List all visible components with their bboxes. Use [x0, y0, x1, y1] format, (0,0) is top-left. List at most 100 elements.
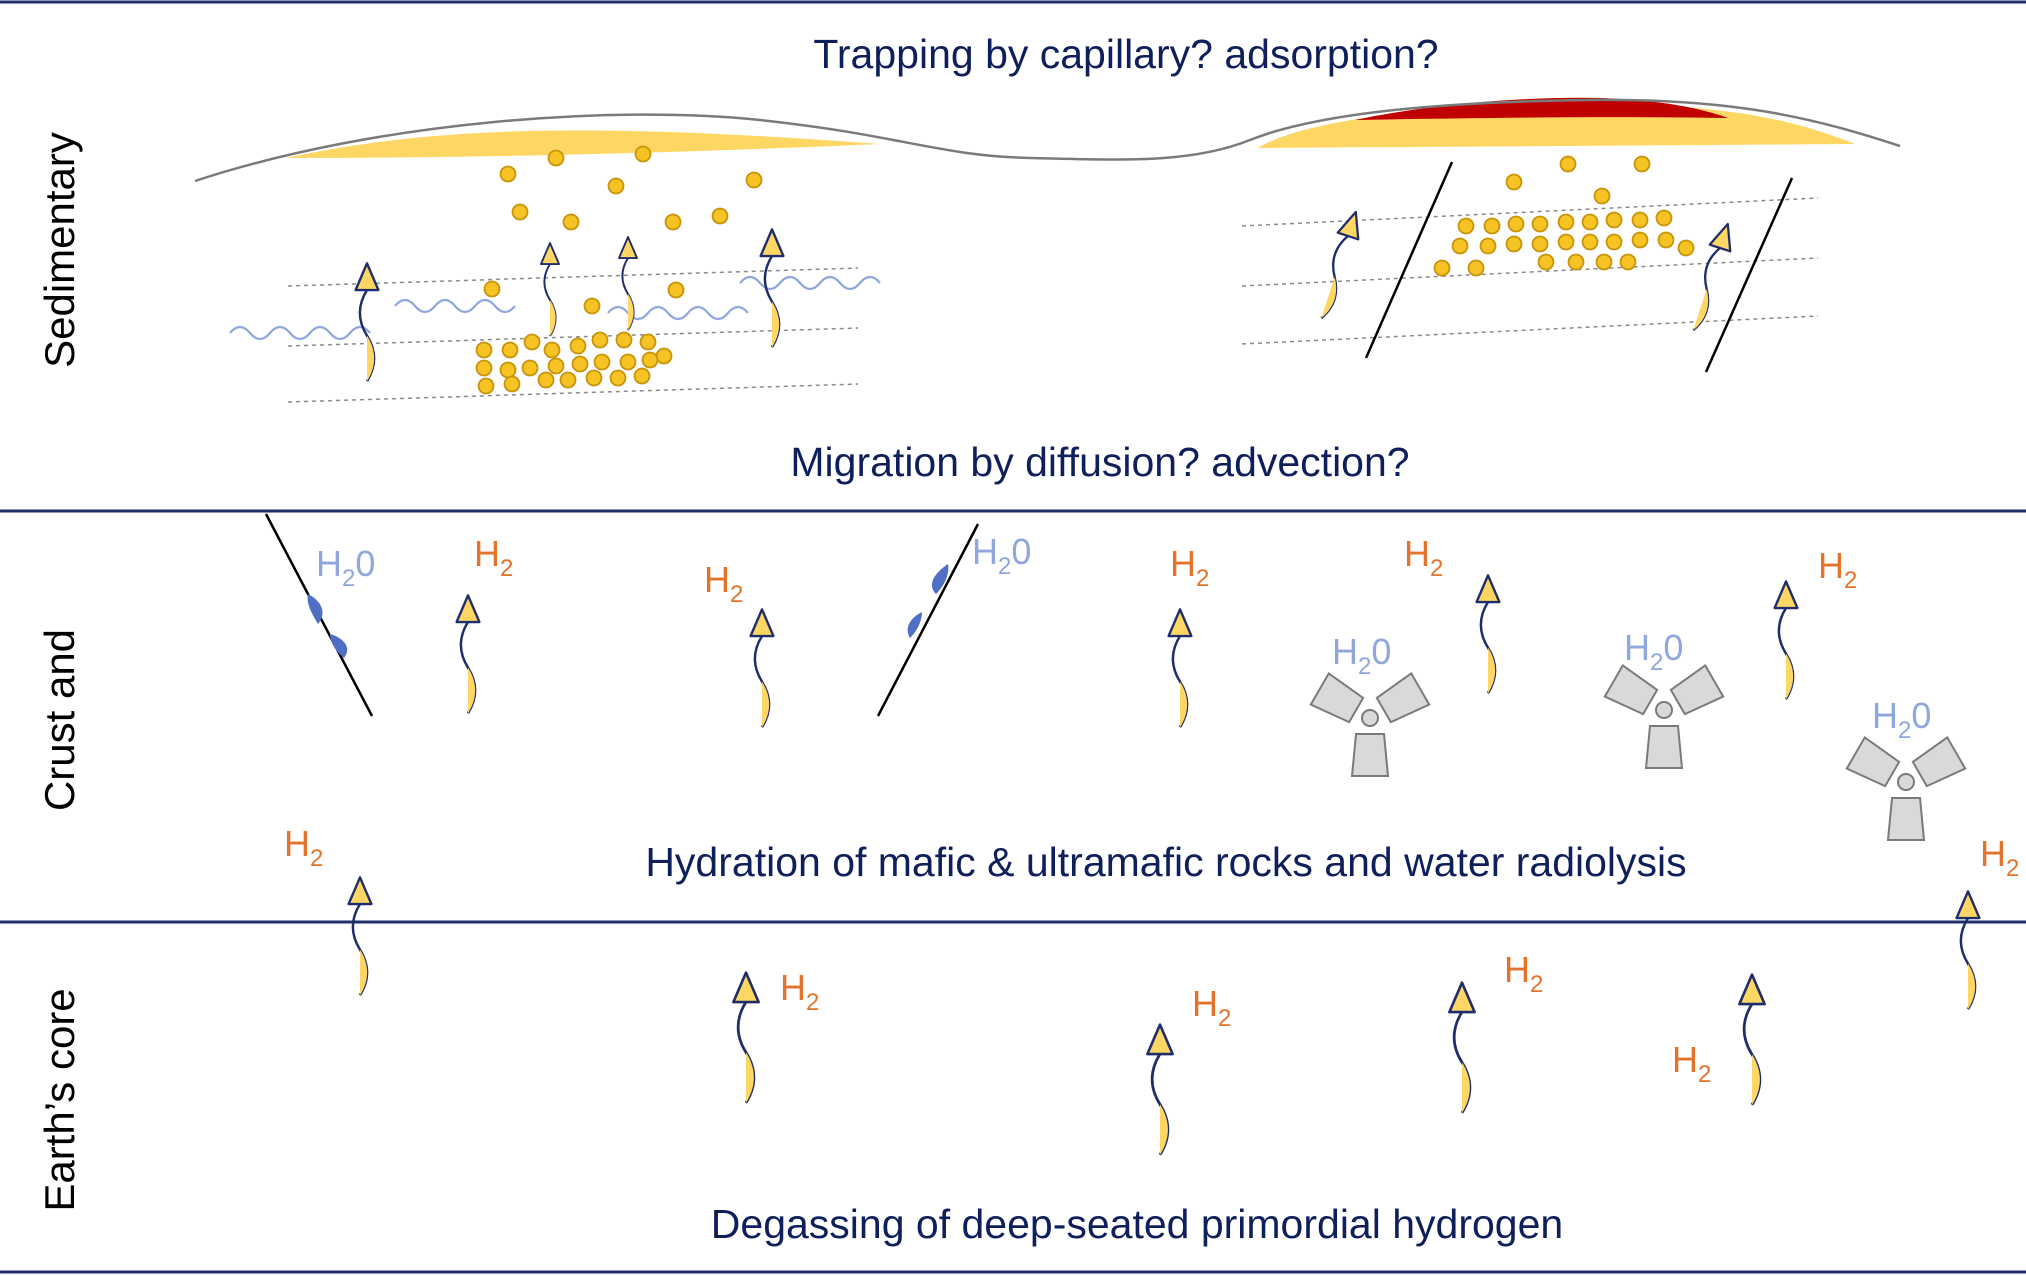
hydrogen-bubble: [523, 333, 541, 351]
surface-reservoir-red: [1355, 97, 1728, 120]
hydrogen-label: H2: [284, 823, 323, 872]
migration-arrow: [732, 971, 760, 1105]
water-droplet-icon: [307, 594, 323, 624]
radiolysis-trefoil-icon: [1845, 736, 1967, 841]
radiolysis-trefoil-icon: [1603, 664, 1725, 769]
hydrogen-label: H2: [1672, 1039, 1711, 1088]
migration-arrow: [1955, 890, 1981, 1011]
hydrogen-bubble: [593, 353, 611, 371]
hydrogen-bubble: [1507, 215, 1525, 233]
hydrogen-bubble: [499, 165, 517, 183]
hydrogen-bubble: [559, 371, 577, 389]
hydrogen-label: H2: [1404, 533, 1443, 582]
hydrogen-bubble: [615, 331, 633, 349]
hydrogen-bubble: [537, 371, 555, 389]
hydrogen-bubble: [501, 341, 519, 359]
hydrogen-bubble: [1479, 237, 1497, 255]
hydrogen-bubble: [569, 337, 587, 355]
fault-line-right: [1704, 177, 1794, 373]
hydrogen-bubble: [1451, 237, 1469, 255]
hydrogen-bubble: [1483, 217, 1501, 235]
hydrogen-bubble: [1557, 233, 1575, 251]
migration-arrow: [1475, 574, 1501, 695]
hydrogen-bubble: [1655, 209, 1673, 227]
hydrogen-bubble: [571, 355, 589, 373]
migration-arrow: [1167, 608, 1193, 729]
strata-lines-right: [1241, 197, 1819, 345]
migration-arrow: [749, 608, 775, 729]
hydrogen-label: H2: [474, 533, 513, 582]
water-label: H20: [316, 543, 375, 592]
side-label-crust: Crust and: [36, 629, 83, 811]
hydrogen-bubble: [1581, 233, 1599, 251]
hydrogen-bubble: [1605, 211, 1623, 229]
migration-arrow: [1738, 973, 1766, 1107]
fault-line-left: [1364, 161, 1454, 359]
hydrogen-bubble: [1531, 235, 1549, 253]
hydrogen-bubble: [475, 359, 493, 377]
hydrogen-bubble: [634, 145, 652, 163]
migration-arrow: [455, 594, 481, 715]
hydrogen-label: H2: [704, 559, 743, 608]
hydrogen-bubble: [547, 357, 565, 375]
hydrogen-bubble: [609, 369, 627, 387]
hydrogen-bubble: [607, 177, 625, 195]
water-droplet-icon: [931, 564, 949, 594]
hydrogen-bubble: [591, 331, 609, 349]
water-label: H20: [972, 531, 1031, 580]
hydrogen-bubble: [543, 341, 561, 359]
hydrogen-bubble: [1505, 235, 1523, 253]
hydrogen-bubble: [1559, 155, 1577, 173]
hydrogen-bubble: [547, 149, 565, 167]
hydrogen-bubble: [1567, 253, 1585, 271]
hydrogen-bubble: [521, 359, 539, 377]
hydrogen-label: H2: [1170, 543, 1209, 592]
caption-migration: Migration by diffusion? advection?: [790, 439, 1409, 485]
hydrogen-bubble: [1657, 231, 1675, 249]
hydrogen-bubble: [1537, 253, 1555, 271]
hydrogen-bubble: [583, 297, 601, 315]
hydrogen-bubble: [1619, 253, 1637, 271]
caption-degassing: Degassing of deep-seated primordial hydr…: [711, 1201, 1563, 1247]
hydrogen-bubbles-sedimentary: [475, 145, 1695, 395]
hydrogen-bubble: [639, 333, 657, 351]
hydrogen-bubble: [1557, 213, 1575, 231]
hydrogen-bubble: [1531, 215, 1549, 233]
water-label: H20: [1332, 631, 1391, 680]
hydrogen-bubble: [1467, 259, 1485, 277]
hydrogen-bubble: [1631, 211, 1649, 229]
migration-arrow: [1309, 207, 1368, 323]
hydrogen-bubble: [641, 351, 659, 369]
hydrogen-label: H2: [780, 967, 819, 1016]
hydrogen-label: H2: [1818, 545, 1857, 594]
side-label-core: Earth’s core: [36, 988, 83, 1211]
radiolysis-trefoil-icon: [1309, 672, 1431, 777]
water-droplet-icon: [907, 612, 922, 638]
hydrogen-bubble: [511, 203, 529, 221]
hydrogen-bubble: [562, 213, 580, 231]
migration-arrow: [347, 876, 373, 997]
migration-arrow: [540, 242, 560, 337]
crust-fault-right: [876, 523, 980, 717]
hydrogen-bubble: [1457, 217, 1475, 235]
hydrogen-bubble: [1593, 187, 1611, 205]
surface-gas-seep-left: [285, 130, 880, 158]
caption-hydration: Hydration of mafic & ultramafic rocks an…: [645, 839, 1686, 885]
side-label-sedimentary: Sedimentary: [36, 132, 83, 368]
hydrogen-bubble: [1605, 233, 1623, 251]
hydrogen-bubble: [1505, 173, 1523, 191]
hydrogen-bubble: [1677, 239, 1695, 257]
hydrogen-bubble: [483, 280, 501, 298]
migration-arrow: [354, 262, 380, 383]
groundwater-flow-lines: [229, 275, 881, 341]
hydrogen-bubble: [633, 367, 651, 385]
hydrogen-bubble: [711, 207, 729, 225]
water-droplet-icon: [330, 634, 348, 658]
hydrogen-bubble: [667, 281, 685, 299]
migration-arrow: [618, 236, 638, 331]
hydrogen-bubble: [1595, 253, 1613, 271]
hydrogen-bubble: [1433, 259, 1451, 277]
hydrogen-bubble: [655, 347, 673, 365]
hydrogen-bubble: [503, 375, 521, 393]
